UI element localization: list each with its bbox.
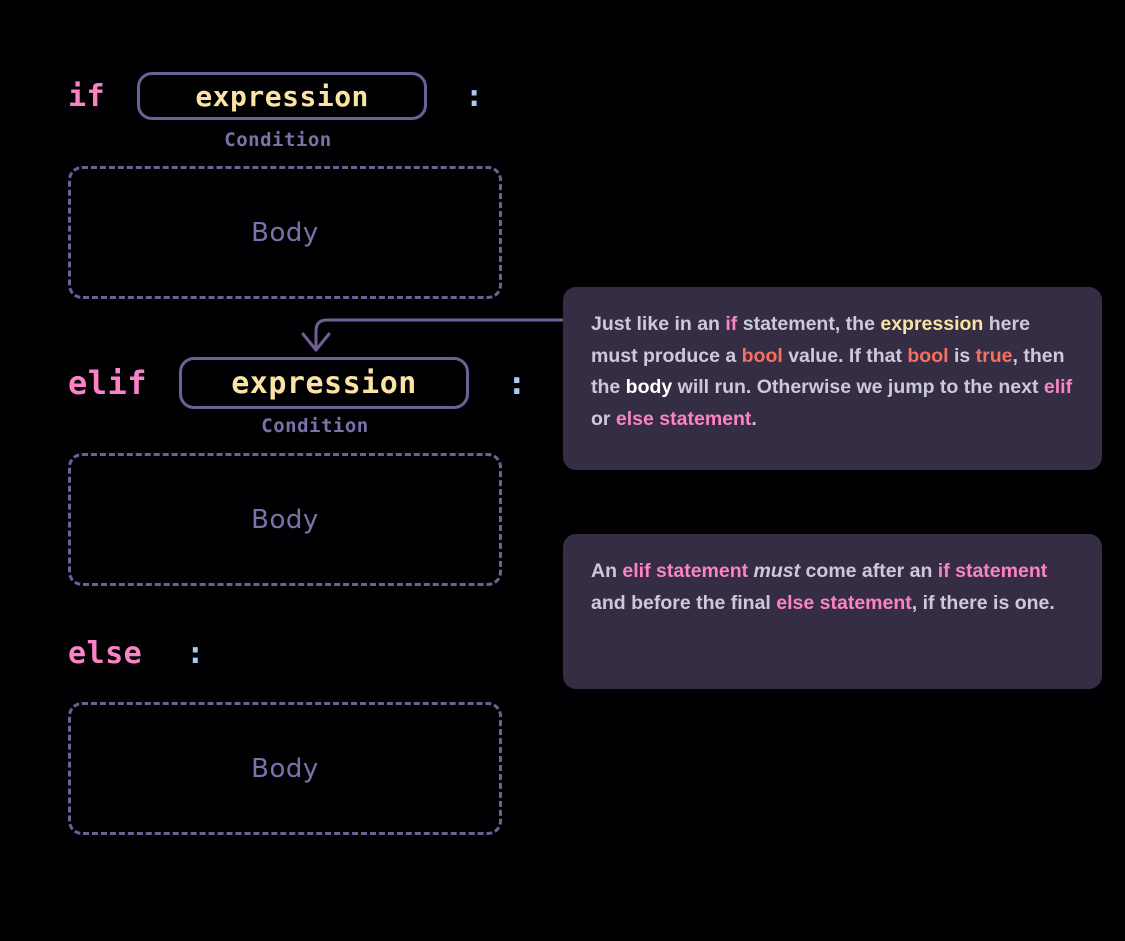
if-body-box[interactable]: Body [68,166,502,299]
elif-body-box[interactable]: Body [68,453,502,586]
elif-expression-text: expression [231,365,417,401]
elif-expression-box[interactable]: expression [179,357,470,409]
elif-keyword: elif [68,364,148,402]
if-colon: : [465,78,484,114]
elif-condition-label: Condition [261,415,369,437]
else-colon: : [186,636,205,671]
if-statement-row: if expression : [68,72,483,120]
else-body-label: Body [251,753,319,784]
callout-elif-expression-note: Just like in an if statement, the expres… [563,287,1102,470]
elif-body-label: Body [251,504,319,535]
elif-colon: : [507,364,527,402]
else-keyword: else [68,636,143,671]
callout-elif-ordering-note: An elif statement must come after an if … [563,534,1102,689]
callout-2-rich-text: An elif statement must come after an if … [591,560,1055,614]
if-expression-box[interactable]: expression [137,72,428,120]
if-condition-label: Condition [224,129,332,151]
if-body-label: Body [251,217,319,248]
elif-statement-row: elif expression : [68,357,526,409]
else-statement-row: else : [68,636,204,671]
else-body-box[interactable]: Body [68,702,502,835]
if-keyword: if [68,78,106,114]
if-expression-text: expression [195,79,369,113]
callout-1-rich-text: Just like in an if statement, the expres… [591,313,1073,430]
